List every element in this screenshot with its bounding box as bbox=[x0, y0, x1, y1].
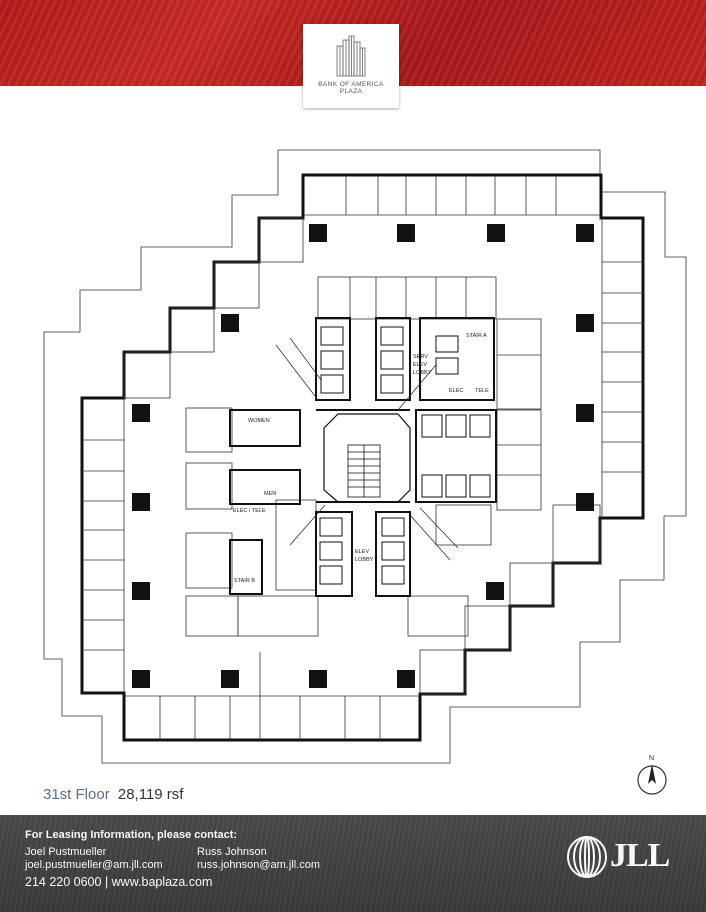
label-serv-2: ELEV bbox=[413, 362, 427, 368]
label-serv-3: LOBBY bbox=[413, 370, 432, 376]
building-skyline-icon bbox=[336, 35, 366, 77]
label-elec: ELEC bbox=[449, 388, 463, 394]
label-men: MEN bbox=[264, 491, 276, 497]
office-walls bbox=[82, 175, 643, 740]
building-logo: BANK OF AMERICA PLAZA bbox=[303, 24, 399, 108]
contact-heading: For Leasing Information, please contact: bbox=[25, 829, 238, 841]
logo-text-line2: PLAZA bbox=[339, 88, 363, 95]
logo-text-line1: BANK OF AMERICA bbox=[318, 81, 384, 88]
label-tele: TELE bbox=[475, 388, 489, 394]
label-stair-b: STAIR B bbox=[234, 578, 255, 584]
floor-info: 31st Floor 28,119 rsf bbox=[43, 786, 183, 803]
elevators bbox=[319, 326, 491, 585]
label-elev-lobby-2: LOBBY bbox=[355, 557, 374, 563]
contact1-name: Joel Pustmueller bbox=[25, 846, 107, 858]
columns bbox=[132, 224, 594, 688]
center-stair bbox=[347, 444, 381, 498]
label-elev-lobby-1: ELEV bbox=[355, 549, 369, 555]
north-label: N bbox=[649, 755, 654, 762]
phone-website[interactable]: 214 220 0600 | www.baplaza.com bbox=[25, 875, 213, 889]
north-arrow-icon: N bbox=[637, 755, 667, 795]
building-perimeter bbox=[80, 173, 645, 742]
floor-name: 31st Floor bbox=[43, 786, 110, 803]
contact2-email[interactable]: russ.johnson@am.jll.com bbox=[197, 859, 321, 871]
contact2-name: Russ Johnson bbox=[197, 846, 267, 858]
footer: For Leasing Information, please contact:… bbox=[0, 815, 706, 912]
jll-logo-icon bbox=[567, 836, 607, 878]
central-core bbox=[323, 413, 411, 503]
jll-brand: JLL bbox=[610, 837, 670, 874]
floor-area: 28,119 rsf bbox=[117, 786, 184, 803]
label-stair-a: STAIR A bbox=[466, 333, 487, 339]
contact1-email[interactable]: joel.pustmueller@am.jll.com bbox=[25, 859, 163, 871]
label-serv-1: SERV bbox=[413, 354, 428, 360]
terrace-outline bbox=[43, 149, 687, 764]
label-elec-tele: ELEC / TELE bbox=[233, 508, 266, 514]
label-women: WOMEN bbox=[248, 418, 270, 424]
floor-plan: SERV ELEV LOBBY STAIR A ELEC TELE WOMEN … bbox=[43, 149, 687, 764]
